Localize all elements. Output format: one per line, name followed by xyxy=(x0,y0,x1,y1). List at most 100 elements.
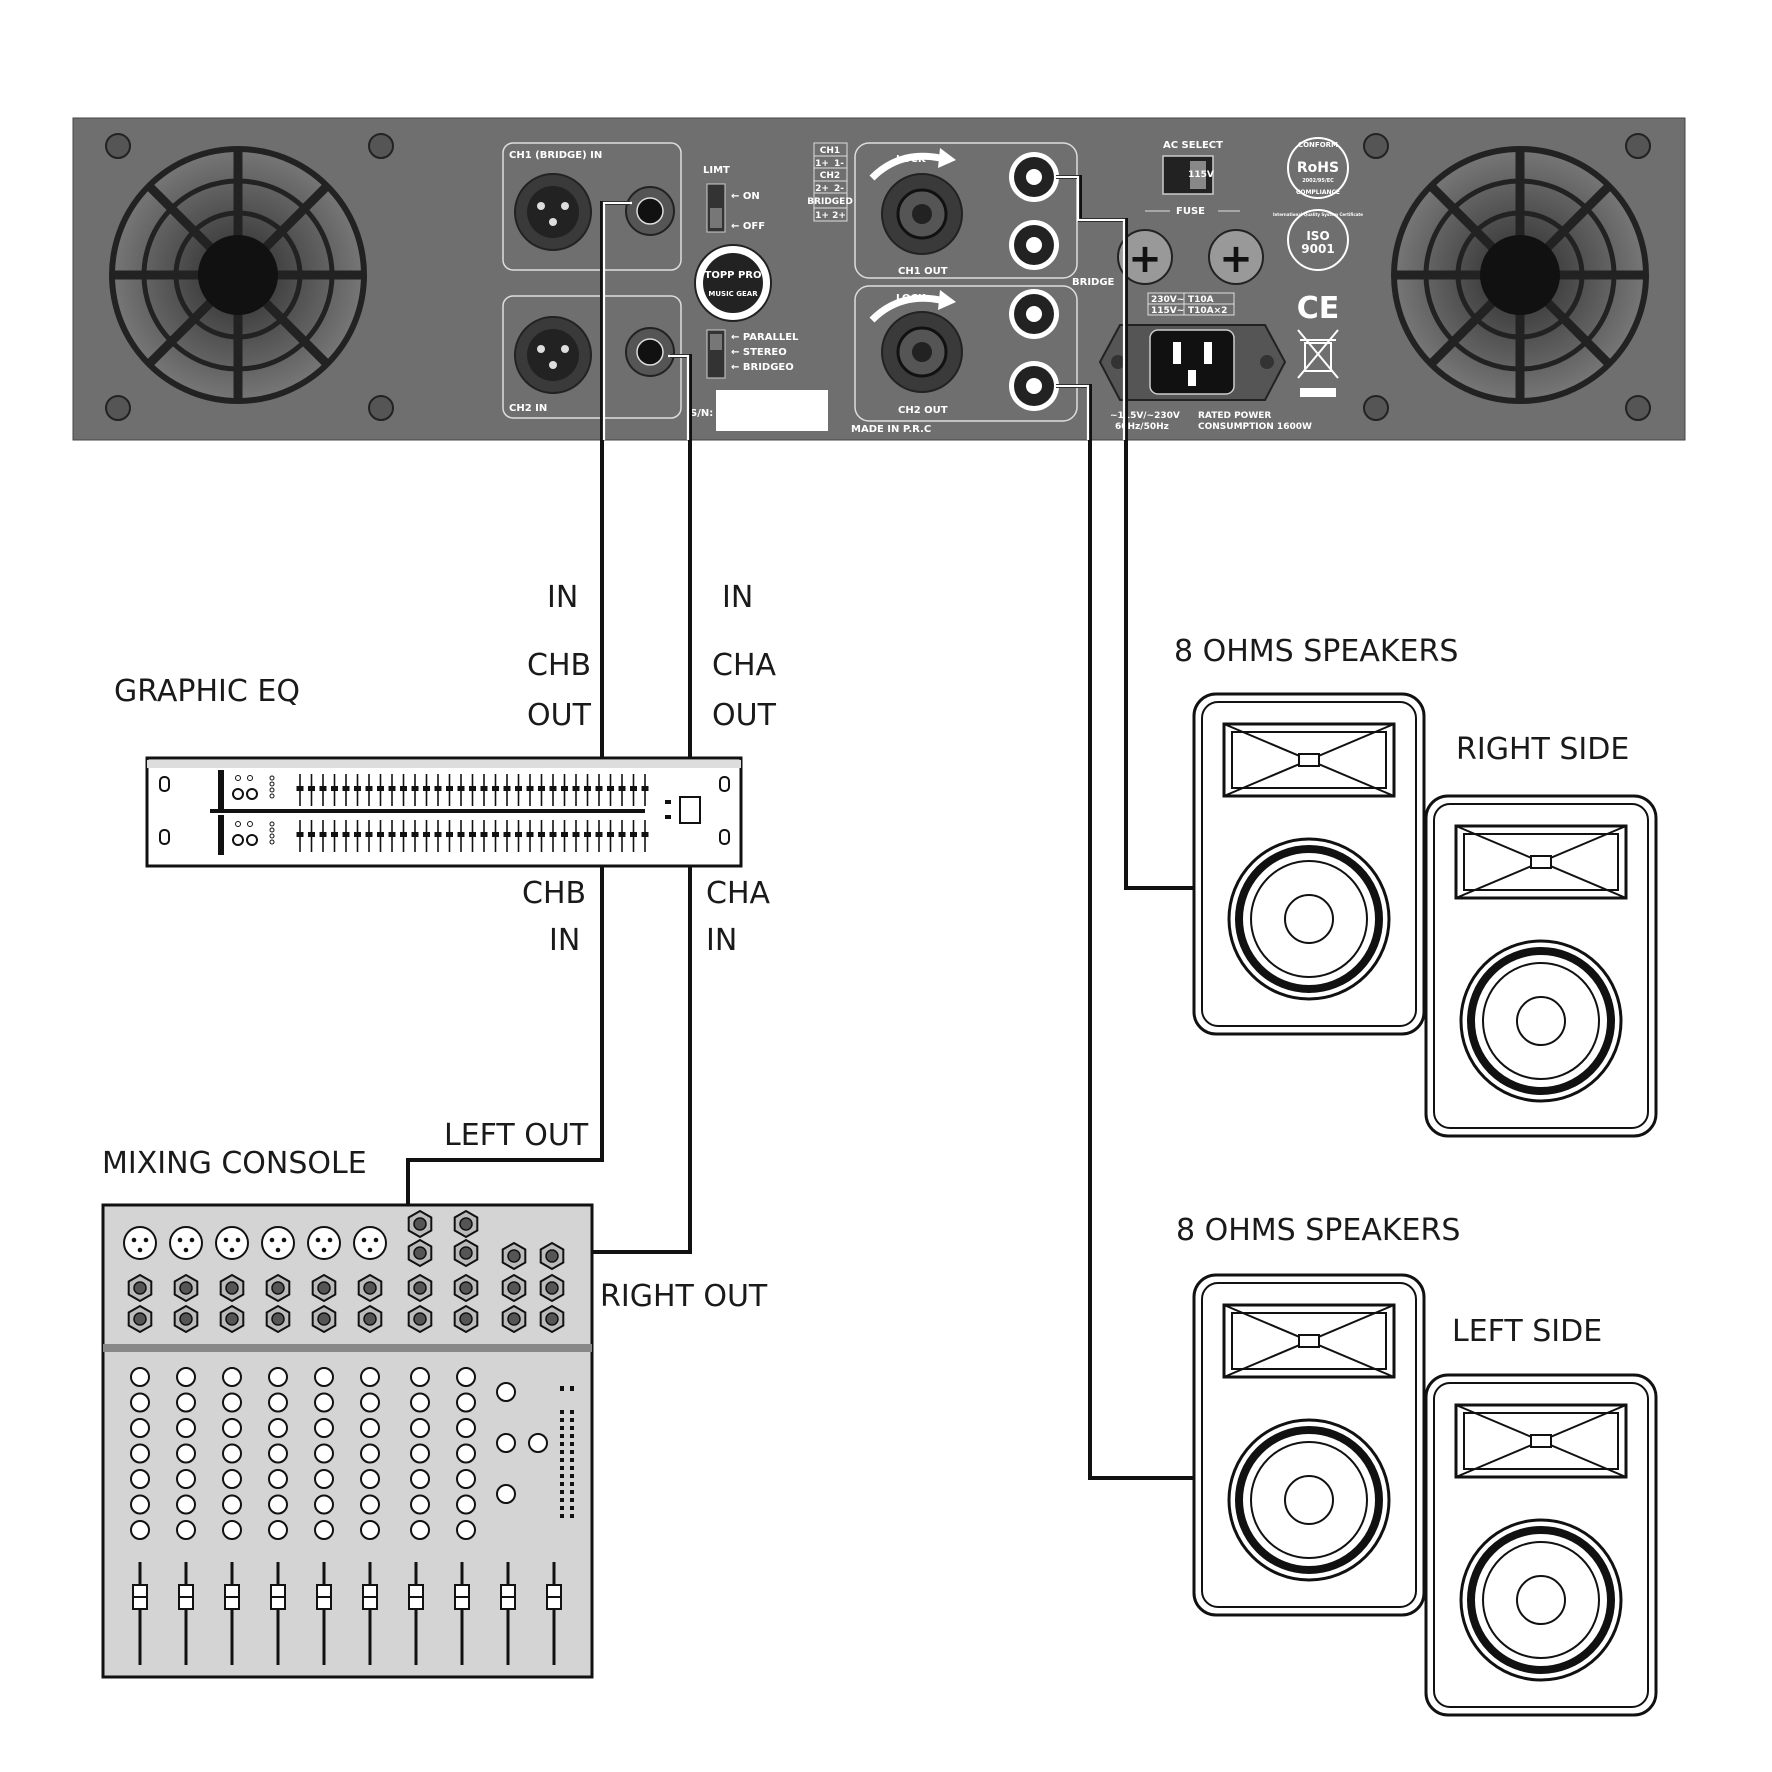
eq-fader[interactable] xyxy=(515,774,522,806)
ch2-xlr-input[interactable] xyxy=(514,316,592,394)
rotary-knob[interactable] xyxy=(222,1494,242,1515)
rotary-knob[interactable] xyxy=(410,1367,430,1387)
fuse-holder-1[interactable]: + xyxy=(1117,229,1173,285)
rotary-knob[interactable] xyxy=(456,1469,476,1489)
eq-fader[interactable] xyxy=(480,820,488,852)
eq-fader[interactable] xyxy=(377,820,384,852)
eq-fader[interactable] xyxy=(595,820,603,852)
eq-fader[interactable] xyxy=(457,820,465,852)
ac-power-inlet[interactable] xyxy=(1098,324,1287,401)
eq-fader[interactable] xyxy=(365,774,373,806)
channel-fader[interactable] xyxy=(408,1562,424,1665)
jack-socket[interactable] xyxy=(265,1304,291,1334)
rotary-knob[interactable] xyxy=(176,1418,196,1438)
jack-socket[interactable] xyxy=(501,1304,527,1334)
rotary-knob[interactable] xyxy=(130,1520,150,1540)
channel-fader[interactable] xyxy=(316,1562,332,1665)
rotary-knob[interactable] xyxy=(410,1494,430,1515)
ch1-binding-post-pos[interactable] xyxy=(1009,220,1059,270)
rotary-knob[interactable] xyxy=(456,1443,476,1464)
jack-socket[interactable] xyxy=(311,1304,337,1334)
rotary-knob[interactable] xyxy=(176,1392,196,1413)
eq-fader[interactable] xyxy=(411,774,419,806)
rotary-knob[interactable] xyxy=(130,1494,150,1515)
eq-fader[interactable] xyxy=(423,820,430,852)
jack-socket[interactable] xyxy=(453,1304,479,1334)
rotary-knob[interactable] xyxy=(222,1520,242,1540)
jack-socket[interactable] xyxy=(539,1304,565,1334)
rotary-knob[interactable] xyxy=(314,1443,334,1464)
eq-fader[interactable] xyxy=(630,774,637,806)
eq-fader[interactable] xyxy=(354,820,361,852)
ch2-speakon-output[interactable] xyxy=(881,311,963,393)
jack-socket[interactable] xyxy=(539,1241,565,1271)
console-xlr-input[interactable] xyxy=(353,1226,387,1260)
eq-fader[interactable] xyxy=(503,774,511,806)
console-xlr-input[interactable] xyxy=(215,1226,249,1260)
eq-fader[interactable] xyxy=(388,820,396,852)
rotary-knob[interactable] xyxy=(130,1418,150,1438)
console-xlr-input[interactable] xyxy=(123,1226,157,1260)
rotary-knob[interactable] xyxy=(130,1469,150,1489)
eq-fader[interactable] xyxy=(296,820,304,852)
eq-fader[interactable] xyxy=(526,774,534,806)
rotary-knob[interactable] xyxy=(456,1392,476,1413)
rotary-knob[interactable] xyxy=(176,1494,196,1515)
eq-fader[interactable] xyxy=(515,820,522,852)
master-knob[interactable] xyxy=(496,1433,516,1453)
rotary-knob[interactable] xyxy=(314,1367,334,1387)
rotary-knob[interactable] xyxy=(456,1418,476,1438)
eq-fader[interactable] xyxy=(561,820,568,852)
rotary-knob[interactable] xyxy=(222,1469,242,1489)
jack-socket[interactable] xyxy=(173,1273,199,1303)
console-xlr-input[interactable] xyxy=(261,1226,295,1260)
eq-fader[interactable] xyxy=(561,774,568,806)
eq-fader[interactable] xyxy=(388,774,396,806)
console-xlr-input[interactable] xyxy=(307,1226,341,1260)
rotary-knob[interactable] xyxy=(410,1443,430,1464)
eq-fader[interactable] xyxy=(480,774,488,806)
jack-socket[interactable] xyxy=(539,1273,565,1303)
ch1-binding-post-neg[interactable] xyxy=(1009,152,1059,202)
eq-fader[interactable] xyxy=(446,774,453,806)
eq-fader[interactable] xyxy=(630,820,637,852)
jack-socket[interactable] xyxy=(407,1238,433,1268)
ch2-binding-post-pos[interactable] xyxy=(1009,289,1059,339)
eq-fader[interactable] xyxy=(584,774,591,806)
jack-socket[interactable] xyxy=(173,1304,199,1334)
eq-fader[interactable] xyxy=(618,820,626,852)
eq-fader[interactable] xyxy=(319,774,327,806)
eq-fader[interactable] xyxy=(434,774,442,806)
console-xlr-input[interactable] xyxy=(169,1226,203,1260)
jack-socket[interactable] xyxy=(219,1304,245,1334)
rotary-knob[interactable] xyxy=(410,1469,430,1489)
rotary-knob[interactable] xyxy=(314,1418,334,1438)
rotary-knob[interactable] xyxy=(360,1392,380,1413)
rotary-knob[interactable] xyxy=(268,1494,288,1515)
eq-fader[interactable] xyxy=(400,774,407,806)
eq-fader[interactable] xyxy=(607,820,614,852)
eq-fader[interactable] xyxy=(423,774,430,806)
channel-fader[interactable] xyxy=(454,1562,470,1665)
jack-socket[interactable] xyxy=(407,1209,433,1239)
eq-fader[interactable] xyxy=(400,820,407,852)
eq-fader[interactable] xyxy=(503,820,511,852)
rotary-knob[interactable] xyxy=(456,1367,476,1387)
eq-fader[interactable] xyxy=(492,820,499,852)
eq-fader[interactable] xyxy=(618,774,626,806)
rotary-knob[interactable] xyxy=(130,1392,150,1413)
rotary-knob[interactable] xyxy=(360,1443,380,1464)
jack-socket[interactable] xyxy=(453,1209,479,1239)
jack-socket[interactable] xyxy=(501,1273,527,1303)
rotary-knob[interactable] xyxy=(360,1520,380,1540)
rotary-knob[interactable] xyxy=(360,1494,380,1515)
eq-fader[interactable] xyxy=(331,774,338,806)
rotary-knob[interactable] xyxy=(268,1367,288,1387)
channel-fader[interactable] xyxy=(362,1562,378,1665)
rotary-knob[interactable] xyxy=(410,1418,430,1438)
rotary-knob[interactable] xyxy=(360,1418,380,1438)
eq-fader[interactable] xyxy=(308,774,315,806)
master-knob[interactable] xyxy=(528,1433,548,1453)
rotary-knob[interactable] xyxy=(176,1520,196,1540)
rotary-knob[interactable] xyxy=(314,1494,334,1515)
